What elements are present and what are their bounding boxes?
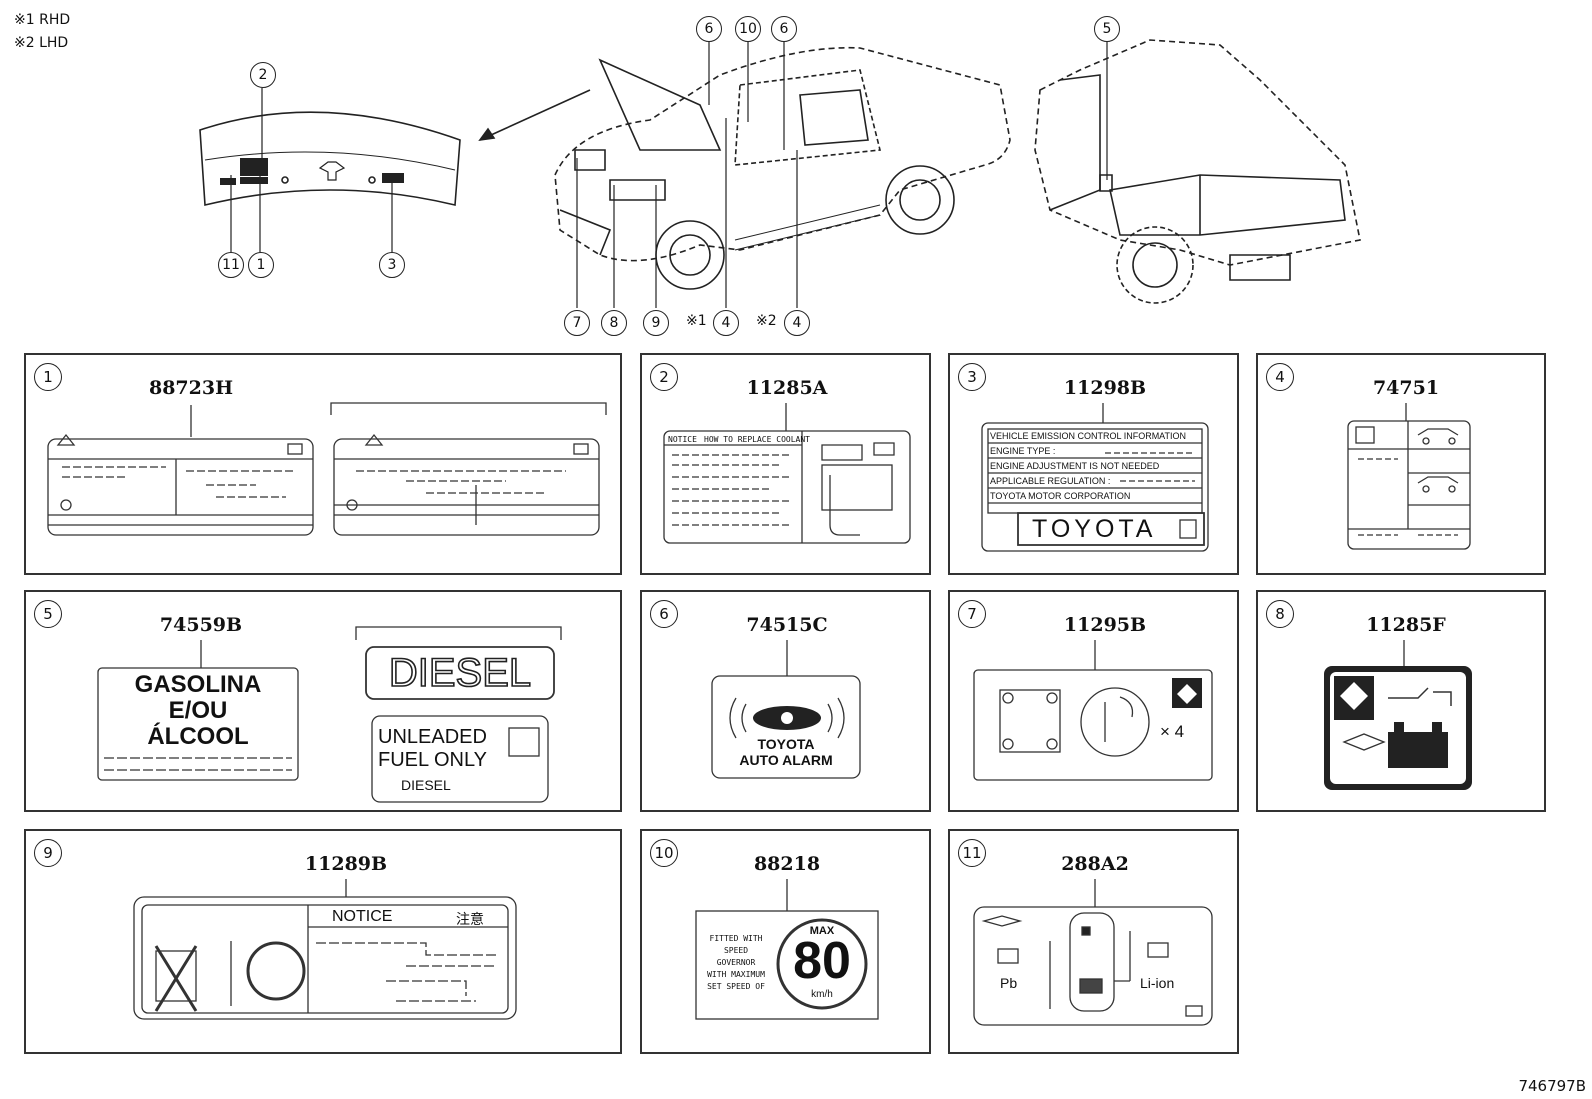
panel-2: 2 11285A NOTICE HOW TO REPLACE COOLANT xyxy=(640,353,931,575)
panel-number: 11 xyxy=(958,839,986,867)
callout-7: 7 xyxy=(564,310,590,336)
pb-label: Pb xyxy=(1000,975,1018,991)
unleaded-line-3: DIESEL xyxy=(401,777,451,793)
governor-line-5: SET SPEED OF xyxy=(707,982,765,991)
rhd-mark: ※1 xyxy=(686,313,707,329)
governor-line-3: GOVERNOR xyxy=(716,958,756,967)
callout-6a: 6 xyxy=(696,16,722,42)
notice-text: NOTICE xyxy=(332,908,393,925)
unleaded-line-1: UNLEADED xyxy=(378,726,487,748)
note-rhd: ※1 RHD xyxy=(14,12,71,28)
unleaded-line-2: FUEL ONLY xyxy=(378,749,487,771)
callout-4-lhd: 4 xyxy=(784,310,810,336)
alarm-line-1: TOYOTA xyxy=(757,736,815,752)
callout-6b: 6 xyxy=(771,16,797,42)
part-code: 11295B xyxy=(1063,614,1147,636)
lhd-mark: ※2 xyxy=(756,313,777,329)
callout-4-rhd: 4 xyxy=(713,310,739,336)
hood-underside xyxy=(199,111,461,206)
emission-line-5: TOYOTA MOTOR CORPORATION xyxy=(990,491,1131,501)
label-88218-drawing xyxy=(695,879,879,1020)
panel-number: 4 xyxy=(1266,363,1294,391)
panel-3: 3 11298B VEHICLE EMISSION CONTROL INFORM… xyxy=(948,353,1239,575)
label-74559b-drawing xyxy=(97,626,562,803)
callout-5: 5 xyxy=(1094,16,1120,42)
part-code: 74751 xyxy=(1372,377,1440,399)
panel-number: 2 xyxy=(650,363,678,391)
callout-11: 11 xyxy=(218,252,244,278)
label-11298b-drawing xyxy=(981,403,1209,552)
label-88723h-drawing xyxy=(47,402,607,536)
speed-unit: km/h xyxy=(811,989,833,1000)
speed-value: 80 xyxy=(793,932,851,990)
label-11295b-drawing xyxy=(973,640,1213,781)
part-code: 288A2 xyxy=(1061,853,1129,875)
label-288a2-drawing xyxy=(973,879,1213,1026)
figure-id: 746797B xyxy=(1518,1077,1586,1095)
panel-number: 6 xyxy=(650,600,678,628)
panel-number: 8 xyxy=(1266,600,1294,628)
panel-number: 3 xyxy=(958,363,986,391)
panel-9: 9 11289B NOTICE 注意 xyxy=(24,829,622,1054)
part-code: 11285F xyxy=(1366,614,1446,636)
governor-line-2: SPEED xyxy=(723,946,749,955)
panel-7: 7 11295B × 4 xyxy=(948,590,1239,812)
multiplier-text: × 4 xyxy=(1160,722,1185,741)
gasolina-line-3: ÁLCOOL xyxy=(147,723,249,750)
emission-line-4: APPLICABLE REGULATION : xyxy=(990,476,1111,486)
max-label: MAX xyxy=(809,925,835,937)
emission-line-1: VEHICLE EMISSION CONTROL INFORMATION xyxy=(990,431,1187,441)
panel-number: 1 xyxy=(34,363,62,391)
note-lhd: ※2 LHD xyxy=(14,35,69,51)
part-code: 88218 xyxy=(753,853,821,875)
part-code: 11285A xyxy=(746,377,828,399)
panel-8: 8 11285F xyxy=(1256,590,1546,812)
part-code: 11298B xyxy=(1063,377,1147,399)
callout-10: 10 xyxy=(735,16,761,42)
label-11285a-drawing xyxy=(663,403,911,544)
panel-1: 1 88723H xyxy=(24,353,622,575)
callout-3: 3 xyxy=(379,252,405,278)
part-code: 11289B xyxy=(304,853,388,875)
part-code: 74559B xyxy=(159,614,243,636)
panel-10: 10 88218 FITTED WITH SPEED GOVERNOR WITH… xyxy=(640,829,931,1054)
diesel-text: DIESEL xyxy=(388,650,532,696)
alarm-line-2: AUTO ALARM xyxy=(739,752,833,768)
governor-line-1: FITTED WITH xyxy=(709,934,763,943)
panel-number: 7 xyxy=(958,600,986,628)
label-74515c-drawing xyxy=(711,640,861,779)
callout-8: 8 xyxy=(601,310,627,336)
panel-11: 11 288A2 Pb Li-ion xyxy=(948,829,1239,1054)
part-code: 74515C xyxy=(746,614,828,636)
callout-1: 1 xyxy=(248,252,274,278)
panel-number: 10 xyxy=(650,839,678,867)
gasolina-line-1: GASOLINA xyxy=(134,671,262,698)
callout-9: 9 xyxy=(643,310,669,336)
pickup-front-view xyxy=(554,46,1011,290)
emission-line-2: ENGINE TYPE : xyxy=(990,446,1056,456)
panel-4: 4 74751 xyxy=(1256,353,1546,575)
part-code: 88723H xyxy=(148,377,234,399)
panel-6: 6 74515C TOYOTA AUTO ALARM xyxy=(640,590,931,812)
direction-arrow xyxy=(479,89,591,141)
li-ion-label: Li-ion xyxy=(1140,975,1175,991)
governor-line-4: WITH MAXIMUM xyxy=(707,970,765,979)
japanese-notice-text: 注意 xyxy=(456,911,484,927)
gasolina-line-2: E/OU xyxy=(168,697,228,724)
callout-2: 2 xyxy=(250,62,276,88)
notice-text: NOTICE xyxy=(668,435,697,444)
panel-number: 9 xyxy=(34,839,62,867)
panel-number: 5 xyxy=(34,600,62,628)
overview-drawing xyxy=(199,39,1361,308)
panel-5: 5 74559B GASOLINA E/OU ÁLCOOL DIESEL UNL… xyxy=(24,590,622,812)
label-11285f-drawing xyxy=(1324,640,1472,790)
emission-line-3: ENGINE ADJUSTMENT IS NOT NEEDED xyxy=(990,461,1160,471)
toyota-brand: TOYOTA xyxy=(1032,515,1157,543)
label-11289b-drawing xyxy=(133,879,517,1020)
label-74751-drawing xyxy=(1347,403,1471,550)
pickup-rear-view xyxy=(1034,39,1361,304)
how-to-text: HOW TO REPLACE COOLANT xyxy=(704,435,810,444)
